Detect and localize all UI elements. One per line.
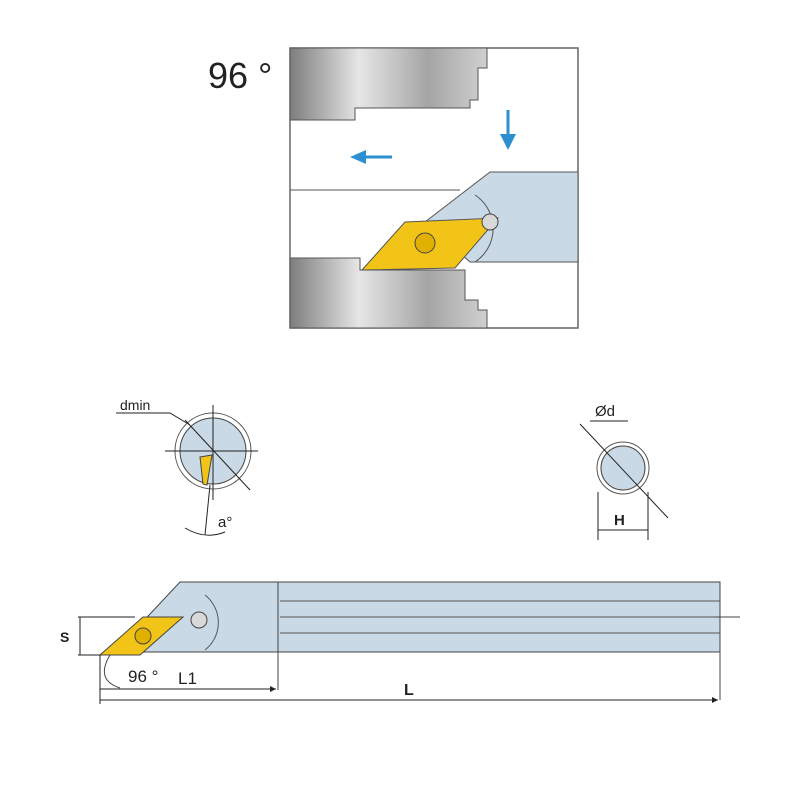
side-insert-screw-icon	[134, 627, 152, 645]
l-label: L	[404, 682, 414, 699]
feed-left-arrow-icon	[350, 150, 392, 164]
end-view-dmin: dmin a°	[116, 397, 258, 536]
diameter-label: Ød	[595, 403, 615, 420]
feed-down-arrow-icon	[500, 110, 516, 150]
workpiece-upper	[289, 47, 488, 121]
dmin-label: dmin	[120, 397, 150, 413]
clearance-angle-label: a°	[218, 514, 232, 531]
insert-section	[199, 454, 213, 486]
end-view-diameter: Ød H	[579, 403, 669, 540]
top-machining-view: 96 °	[208, 47, 579, 329]
insert-screw-icon	[414, 232, 436, 254]
approach-angle-label: 96 °	[208, 55, 272, 96]
side-angle-label: 96 °	[128, 667, 158, 686]
side-view: S 96 ° L1 L	[60, 581, 740, 704]
l1-label: L1	[178, 669, 197, 688]
s-label: S	[60, 629, 69, 645]
clamp-pin	[481, 213, 499, 231]
height-label: H	[614, 512, 625, 529]
workpiece-lower	[289, 257, 488, 329]
